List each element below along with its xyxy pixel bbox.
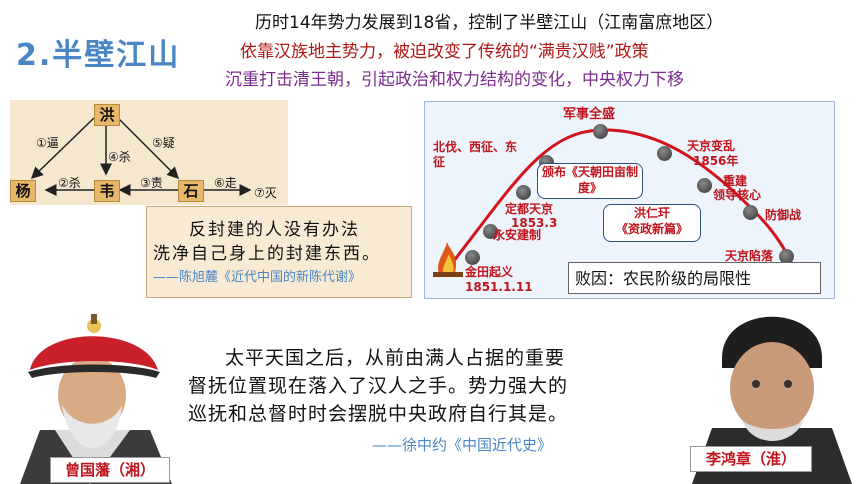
label-peak: 军事全盛 <box>563 107 616 122</box>
portrait-zeng-guofan: 曾国藩（湘） <box>0 300 190 484</box>
text-line-3: 沉重打击清王朝，引起政治和权力结构的变化，中央权力下移 <box>225 70 684 90</box>
label-capital-date: 1853.3 <box>511 216 558 230</box>
label-north: 北伐、西征、东征 <box>433 140 518 169</box>
edge-label-1: ①逼 <box>36 136 59 150</box>
node-wei: 韦 <box>94 180 120 202</box>
point-peak <box>593 124 608 139</box>
quote1-line1: 反封建的人没有办法 <box>189 220 360 240</box>
point-tianjing <box>657 146 672 161</box>
section-title: 2.半壁江山 <box>16 38 181 73</box>
edge-label-2: ②杀 <box>58 176 81 190</box>
label-defense: 防御战 <box>765 208 802 222</box>
point-jintian <box>465 250 480 265</box>
defeat-cause-box: 败因：农民阶级的局限性 <box>568 262 821 294</box>
callout-hongrengan: 洪仁玕 《资政新篇》 <box>603 204 701 242</box>
label-capital: 定都天京 <box>505 202 554 216</box>
point-capital <box>516 185 531 200</box>
callout-hongrengan-book: 《资政新篇》 <box>615 222 688 236</box>
quote1-line2: 洗净自己身上的封建东西。 <box>153 244 381 264</box>
quote1-source: ——陈旭麓《近代中国的新陈代谢》 <box>153 270 362 285</box>
rise-fall-diagram: 军事全盛 北伐、西征、东征 天京变乱 1856年 颁布《天朝田亩制度》 定都天京… <box>424 101 835 299</box>
label-tianjing-year: 1856年 <box>693 154 739 168</box>
point-rebuild <box>697 178 712 193</box>
edge-label-6: ⑥走 <box>214 176 237 190</box>
name-tag-li-hongzhang: 李鸿章（淮） <box>690 446 812 472</box>
internal-conflict-diagram: 洪 杨 韦 石 ①逼 ②杀 ③责 ④杀 ⑤疑 ⑥走 ⑦灭 <box>10 100 288 205</box>
label-yongan: 永安建制 <box>493 228 542 242</box>
callout-hongrengan-name: 洪仁玕 <box>633 206 670 220</box>
quote2-line3: 巡抚和总督时时会摆脱中央政府自行其是。 <box>188 403 569 425</box>
point-fall <box>779 249 794 264</box>
text-line-1: 历时14年势力发展到18省，控制了半壁江山（江南富庶地区） <box>255 13 724 33</box>
diagram-arrows <box>30 117 252 196</box>
node-hong: 洪 <box>94 104 120 126</box>
quote-box-chen: 反封建的人没有办法 洗净自己身上的封建东西。 ——陈旭麓《近代中国的新陈代谢》 <box>146 206 412 298</box>
label-tianjing: 天京变乱 <box>687 139 736 153</box>
point-defense <box>743 205 758 220</box>
name-tag-zeng-guofan: 曾国藩（湘） <box>50 457 170 483</box>
quote2-source: ——徐中约《中国近代史》 <box>372 436 553 454</box>
node-yang: 杨 <box>10 180 36 202</box>
label-jintian-date: 1851.1.11 <box>465 280 533 294</box>
point-yongan <box>483 224 498 239</box>
label-fall: 天京陷落 <box>725 249 774 263</box>
label-rebuild: 重建 <box>723 174 748 188</box>
arc-curve <box>433 128 795 277</box>
quote2-line1: 太平天国之后，从前由满人占据的重要 <box>225 347 566 369</box>
edge-label-4: ④杀 <box>108 150 131 164</box>
edge-label-5: ⑤疑 <box>152 136 175 150</box>
portrait-li-hongzhang: 李鸿章（淮） <box>682 308 860 484</box>
callout-decree: 颁布《天朝田亩制度》 <box>537 163 643 199</box>
label-rebuild2: 领导核心 <box>713 188 762 202</box>
label-jintian: 金田起义 <box>465 265 514 279</box>
node-shi: 石 <box>178 180 204 202</box>
edge-label-7: ⑦灭 <box>254 186 277 200</box>
text-line-2: 依靠汉族地主势力，被迫改变了传统的“满贵汉贱”政策 <box>240 42 649 62</box>
edge-label-3: ③责 <box>140 176 163 190</box>
quote2-line2: 督抚位置现在落入了汉人之手。势力强大的 <box>188 375 569 397</box>
